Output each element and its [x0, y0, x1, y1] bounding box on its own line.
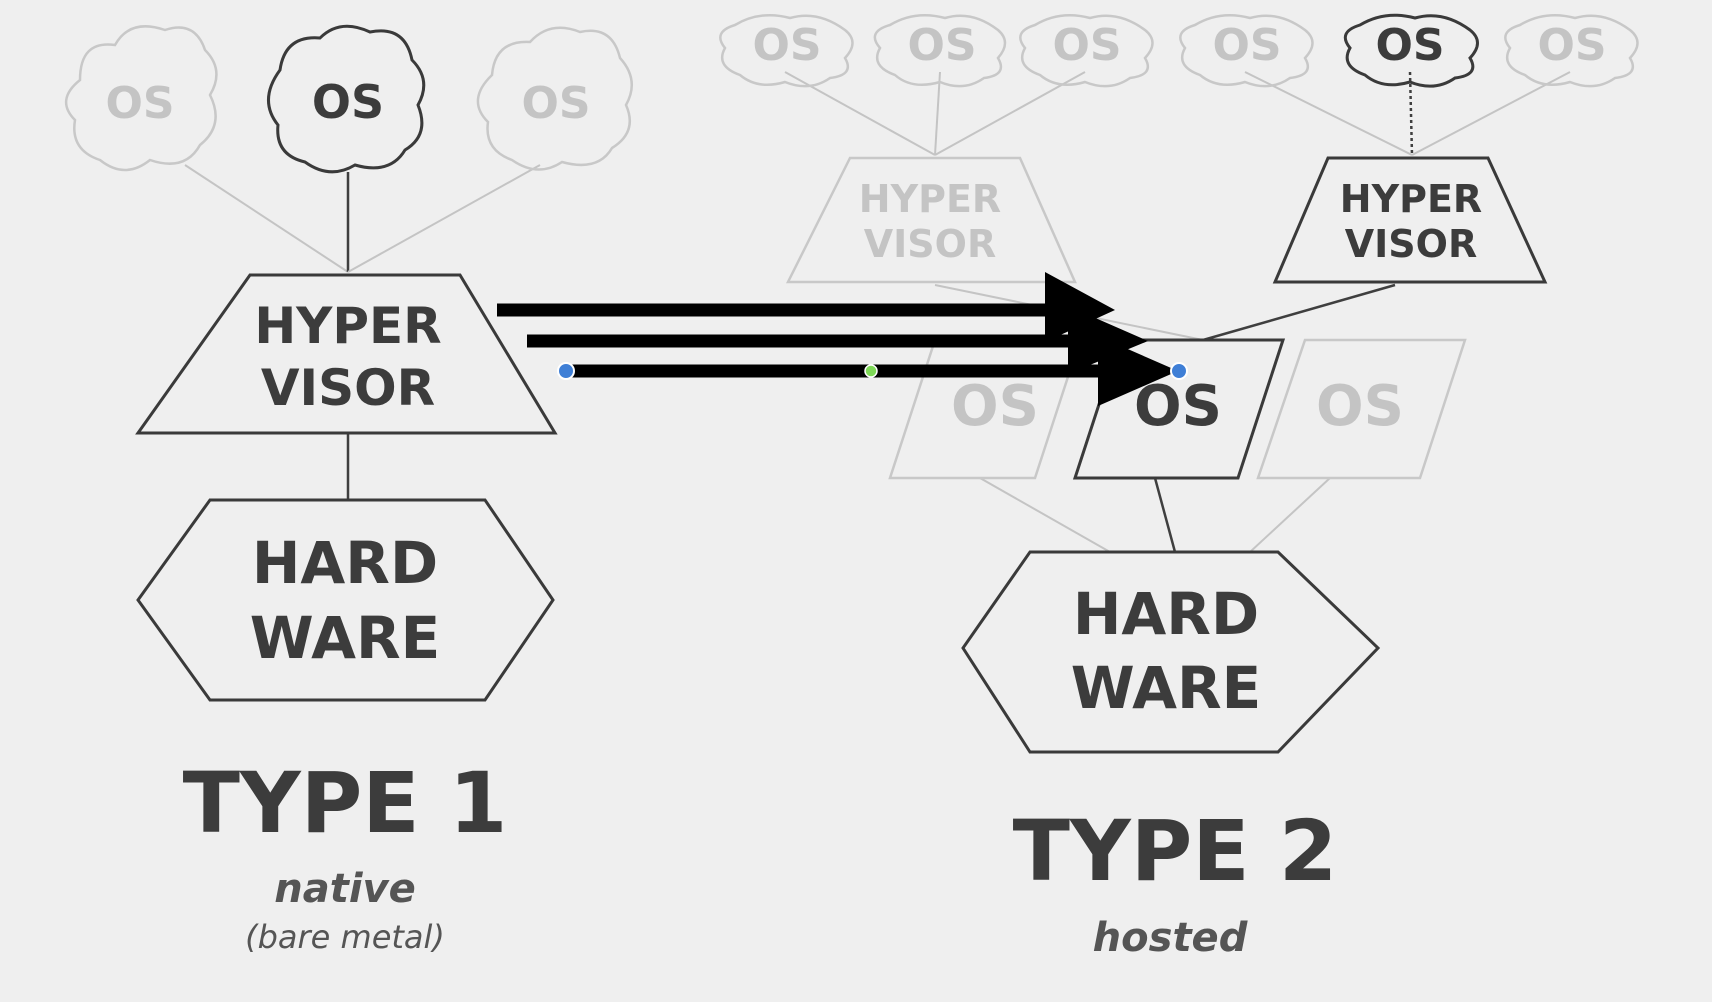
type1-hardware[interactable]: HARD WARE	[136, 498, 555, 702]
type1-os-cloud-right: OS	[476, 26, 633, 171]
arrow-start-handle[interactable]	[557, 362, 575, 380]
os-label: OS	[1375, 20, 1444, 71]
hypervisor-label-line2: VISOR	[864, 222, 996, 266]
type2-os-cloud-1: OS	[719, 13, 854, 88]
type1-subtitle-detail: (bare metal)	[245, 918, 445, 956]
hardware-label-line2: WARE	[1071, 654, 1262, 722]
os-label: OS	[1212, 20, 1281, 71]
os-label: OS	[105, 78, 174, 129]
type2-os-cloud-3: OS	[1019, 13, 1154, 88]
type2-hardware[interactable]: HARD WARE	[961, 550, 1381, 754]
connector	[1153, 477, 1177, 553]
hardware-label-line1: HARD	[252, 529, 438, 597]
os-label: OS	[951, 374, 1039, 439]
hardware-label-line1: HARD	[1073, 580, 1259, 648]
connector	[934, 71, 1086, 156]
os-label: OS	[907, 20, 976, 71]
connector	[1249, 477, 1331, 553]
os-label: OS	[1316, 374, 1404, 439]
connector	[979, 477, 1111, 553]
arrow-annotations[interactable]	[497, 272, 1188, 406]
os-label: OS	[1537, 20, 1606, 71]
os-label: OS	[1052, 20, 1121, 71]
type1-title: TYPE 1	[183, 754, 508, 852]
arrow-1[interactable]	[497, 272, 1115, 342]
hypervisor-label-line2: VISOR	[261, 359, 435, 417]
hypervisor-label-line1: HYPER	[254, 297, 441, 355]
connector	[1202, 283, 1396, 342]
hypervisor-label-line1: HYPER	[859, 177, 1001, 221]
hardware-label-line2: WARE	[250, 604, 441, 672]
connector	[347, 164, 541, 273]
arrow-3[interactable]	[565, 336, 1178, 406]
connector	[934, 71, 941, 156]
type2-host-os-center[interactable]: OS	[1072, 338, 1286, 480]
os-label: OS	[1134, 374, 1222, 439]
type1-subtitle: native	[274, 866, 416, 912]
arrow-end-handle[interactable]	[1170, 362, 1188, 380]
os-label: OS	[312, 75, 384, 129]
type1-os-cloud-left: OS	[65, 25, 218, 172]
hypervisor-label-line2: VISOR	[1345, 222, 1477, 266]
os-label: OS	[521, 78, 590, 129]
type2-diagram: OS OS OS OS OS OS HYPER VISOR	[719, 13, 1639, 961]
type2-os-cloud-6: OS	[1504, 13, 1639, 88]
arrow-2[interactable]	[527, 306, 1148, 374]
hypervisor-label-line1: HYPER	[1340, 177, 1482, 221]
type1-os-cloud-center[interactable]: OS	[267, 24, 426, 174]
type1-diagram: OS OS OS HYPER VISOR HARD WARE TYPE 1 na…	[65, 24, 633, 956]
connector	[1408, 71, 1414, 156]
type2-title: TYPE 2	[1013, 802, 1338, 900]
type2-host-os-left: OS	[888, 338, 1082, 480]
connector	[184, 164, 349, 273]
connector	[1411, 71, 1571, 156]
os-label: OS	[752, 20, 821, 71]
type2-os-cloud-2: OS	[873, 13, 1007, 88]
type1-hypervisor[interactable]: HYPER VISOR	[135, 273, 558, 435]
arrow-mid-handle[interactable]	[864, 364, 878, 378]
type2-subtitle: hosted	[1093, 915, 1248, 961]
type2-hypervisor-left: HYPER VISOR	[785, 156, 1077, 284]
type2-host-os-right: OS	[1256, 338, 1467, 480]
type2-os-cloud-4: OS	[1179, 13, 1314, 88]
type2-os-cloud-5[interactable]: OS	[1343, 13, 1479, 88]
type2-hypervisor-right[interactable]: HYPER VISOR	[1272, 156, 1548, 284]
